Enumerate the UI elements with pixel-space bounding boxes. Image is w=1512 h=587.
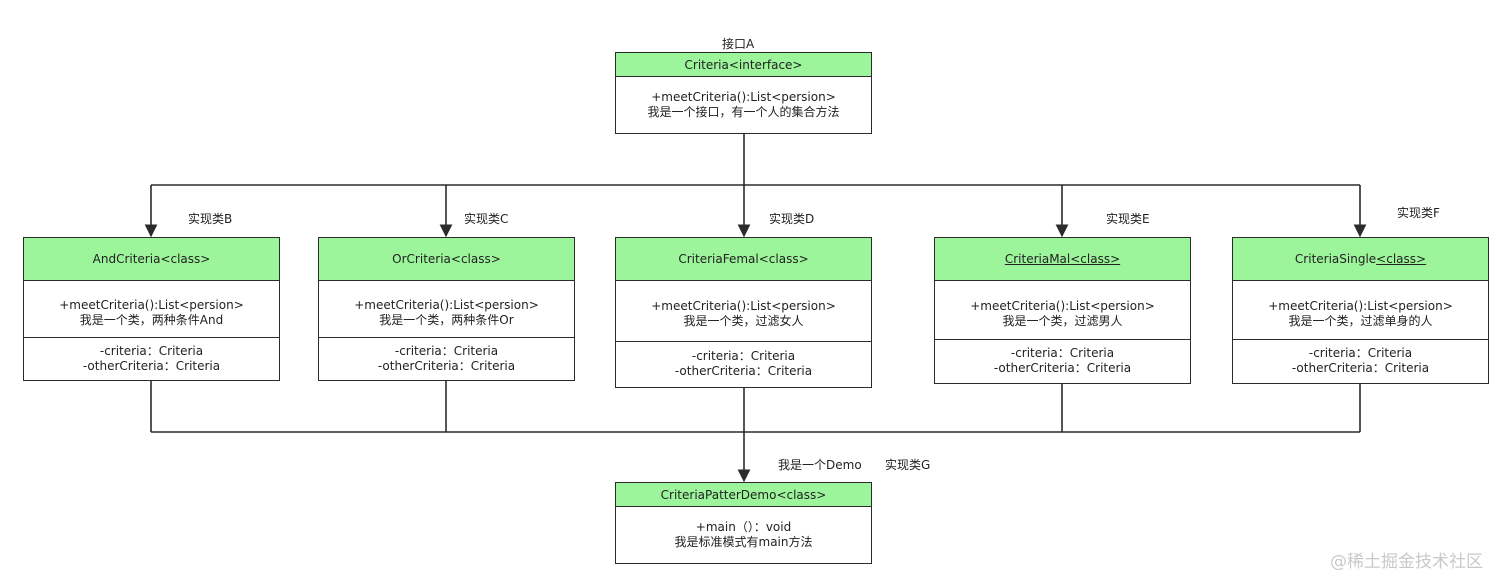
class-c-fields: -criteria：Criteria -otherCriteria：Criter… [319,337,574,379]
class-d-title-suffix: <class> [758,252,809,266]
class-box-criteria-mal: CriteriaMal<class> +meetCriteria():List<… [934,237,1191,384]
class-d-method-line: +meetCriteria():List<persion> [651,299,836,313]
class-e-field-line: -criteria：Criteria [1010,346,1115,360]
class-c-title-name: OrCriteria [392,252,451,266]
class-d-label: 实现类D [769,212,815,226]
demo-box: CriteriaPatterDemo<class> +main（）：void 我… [615,482,872,564]
class-d-methods: +meetCriteria():List<persion> 我是一个类，过滤女人 [616,281,871,341]
class-b-title: AndCriteria<class> [24,238,279,281]
class-e-method-line: 我是一个类，过滤男人 [1002,314,1123,328]
class-box-or-criteria: OrCriteria<class> +meetCriteria():List<p… [318,237,575,381]
class-d-fields: -criteria：Criteria -otherCriteria：Criter… [616,341,871,386]
class-e-title: CriteriaMal<class> [935,238,1190,281]
class-f-field-line: -criteria：Criteria [1308,346,1413,360]
class-b-method-line: +meetCriteria():List<persion> [59,298,244,312]
class-b-label: 实现类B [188,212,233,226]
class-box-and-criteria: AndCriteria<class> +meetCriteria():List<… [23,237,280,381]
class-c-method-line: 我是一个类，两种条件Or [379,313,514,327]
class-f-method-line: 我是一个类，过滤单身的人 [1288,314,1433,328]
class-b-fields: -criteria：Criteria -otherCriteria：Criter… [24,337,279,379]
class-b-methods: +meetCriteria():List<persion> 我是一个类，两种条件… [24,281,279,337]
class-c-field-line: -otherCriteria：Criteria [377,358,516,373]
demo-methods: +main（）：void 我是标准模式有main方法 [616,507,871,562]
class-f-fields: -criteria：Criteria -otherCriteria：Criter… [1233,339,1488,382]
class-f-methods: +meetCriteria():List<persion> 我是一个类，过滤单身… [1233,281,1488,339]
class-e-title-name: CriteriaMal [1004,252,1071,266]
class-e-method-line: +meetCriteria():List<persion> [970,299,1155,313]
watermark: @稀土掘金技术社区 [1330,552,1483,572]
class-b-title-name: AndCriteria [92,252,161,266]
demo-note: 我是一个Demo [778,458,862,472]
class-b-field-line: -criteria：Criteria [99,343,204,358]
class-box-criteria-single: CriteriaSingle<class> +meetCriteria():Li… [1232,237,1489,384]
interface-label: 接口A [722,37,755,51]
class-d-field-line: -otherCriteria：Criteria [674,364,813,378]
class-d-method-line: 我是一个类，过滤女人 [683,314,804,328]
class-c-methods: +meetCriteria():List<persion> 我是一个类，两种条件… [319,281,574,337]
class-c-method-line: +meetCriteria():List<persion> [354,298,539,312]
class-e-methods: +meetCriteria():List<persion> 我是一个类，过滤男人 [935,281,1190,339]
demo-method-line: 我是标准模式有main方法 [674,534,813,549]
class-e-fields: -criteria：Criteria -otherCriteria：Criter… [935,339,1190,382]
class-b-method-line: 我是一个类，两种条件And [79,313,224,327]
interface-method-line: +meetCriteria():List<persion> [651,89,836,104]
class-f-title: CriteriaSingle<class> [1233,238,1488,281]
demo-method-line: +main（）：void [695,519,792,534]
class-e-field-line: -otherCriteria：Criteria [993,361,1132,375]
class-d-title-name: CriteriaFemal [678,252,759,266]
class-box-criteria-femal: CriteriaFemal<class> +meetCriteria():Lis… [615,237,872,388]
class-d-field-line: -criteria：Criteria [691,349,796,363]
class-f-method-line: +meetCriteria():List<persion> [1268,299,1453,313]
class-c-title-suffix: <class> [450,252,501,266]
demo-title: CriteriaPatterDemo<class> [616,483,871,507]
interface-method-line: 我是一个接口，有一个人的集合方法 [647,104,840,119]
class-f-field-line: -otherCriteria：Criteria [1291,361,1430,375]
interface-methods: +meetCriteria():List<persion> 我是一个接口，有一个… [616,77,871,132]
class-f-title-name: CriteriaSingle [1294,252,1377,266]
class-c-title: OrCriteria<class> [319,238,574,281]
interface-box: Criteria<interface> +meetCriteria():List… [615,52,872,134]
class-e-label: 实现类E [1106,212,1150,226]
class-b-field-line: -otherCriteria：Criteria [82,358,221,373]
class-f-title-suffix: <class> [1376,252,1427,266]
class-e-title-suffix: <class> [1070,252,1121,266]
interface-title: Criteria<interface> [616,53,871,77]
class-c-field-line: -criteria：Criteria [394,343,499,358]
demo-label: 实现类G [885,458,931,472]
class-d-title: CriteriaFemal<class> [616,238,871,281]
class-c-label: 实现类C [464,212,509,226]
class-b-title-suffix: <class> [160,252,211,266]
class-f-label: 实现类F [1397,206,1440,220]
